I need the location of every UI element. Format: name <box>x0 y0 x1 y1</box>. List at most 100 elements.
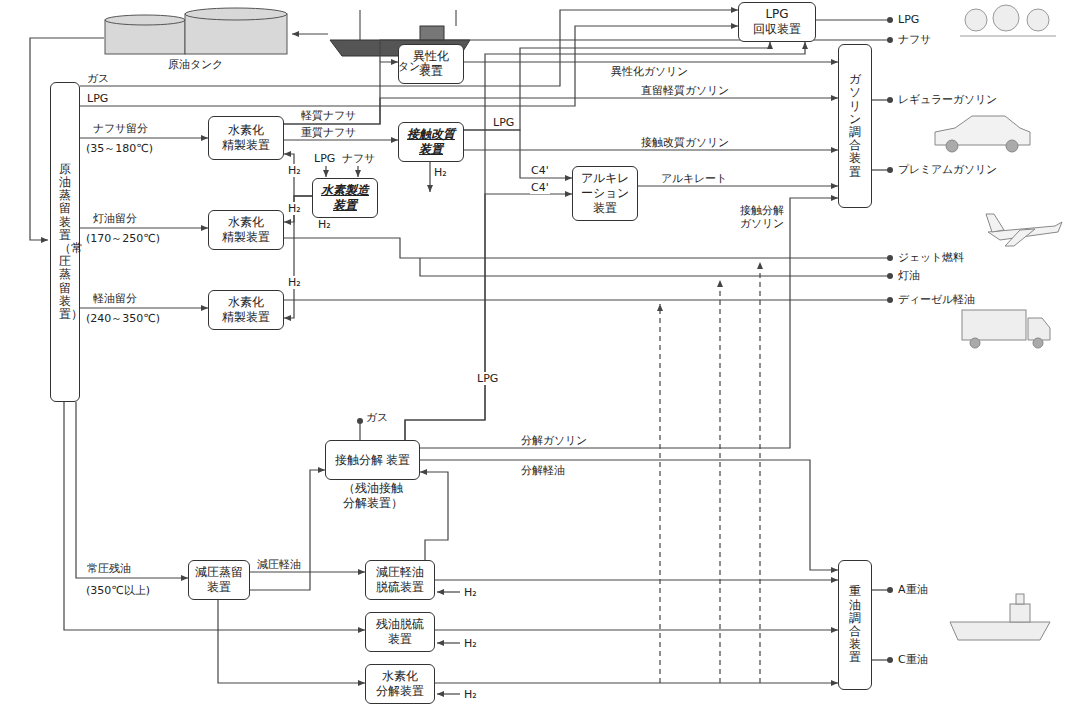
ship-mast <box>456 10 457 26</box>
product-name: ジェット燃料 <box>898 251 964 264</box>
truck-wheel <box>1033 338 1043 348</box>
process-box: 水素化 分解装置 <box>365 664 435 704</box>
tank-roof <box>185 8 287 20</box>
process-box: 水素化 精製装置 <box>208 290 284 330</box>
tank-roof <box>105 15 185 25</box>
stream-label: アルキレート <box>660 172 728 185</box>
flow-line <box>420 472 448 560</box>
flow-line <box>405 42 805 440</box>
flow-line <box>464 42 770 130</box>
stream-label: C4' <box>530 164 550 177</box>
box-text: ガソリン調合装置 <box>849 73 861 179</box>
stream-label: 直留軽質ガソリン <box>640 84 730 97</box>
end-dot <box>887 17 893 23</box>
sphere-tank <box>965 9 987 31</box>
stream-label: 軽油留分 <box>92 292 138 305</box>
temperature-range: (240～350℃) <box>86 312 160 325</box>
flow-line <box>64 402 365 630</box>
end-dot <box>887 587 893 593</box>
plane-picture <box>986 214 1062 246</box>
end-dot <box>887 297 893 303</box>
process-box: 水素化 精製装置 <box>208 210 284 250</box>
product-name: A重油 <box>898 583 928 596</box>
crude-tank <box>105 8 287 54</box>
sphere-tank <box>993 5 1019 31</box>
end-dot <box>887 167 893 173</box>
process-box: 減圧軽油 脱硫装置 <box>365 560 435 600</box>
stream-label: 常圧残油 <box>86 562 132 575</box>
box-text: 残油脱硫 装置 <box>369 617 431 647</box>
box-text: 水素製造 装置 <box>316 183 374 213</box>
stream-label: H₂ <box>287 164 302 177</box>
box-text: 水素化 精製装置 <box>212 215 280 245</box>
box-text: 減圧軽油 脱硫装置 <box>369 565 431 595</box>
process-box: 接触分解 装置（残油接触 分解装置） <box>325 440 420 480</box>
process-box: 減圧蒸留 装置 <box>188 560 250 600</box>
product-line <box>284 238 888 258</box>
product-name: プレミアムガソリン <box>898 163 997 176</box>
plane-tail <box>986 214 1004 232</box>
box-text: 原油蒸留装置（常圧蒸留装置） <box>59 163 71 321</box>
stream-label: ガス <box>366 411 388 424</box>
box-text: 接触分解 装置 <box>335 453 411 468</box>
box-text: 重油調合装置 <box>849 585 861 664</box>
hydrogen-label: H₂ <box>464 586 477 599</box>
box-text: LPG 回収装置 <box>742 7 812 37</box>
flow-line <box>464 130 572 178</box>
flow-line <box>80 137 208 138</box>
stream-label: H₂ <box>287 276 302 289</box>
feed-arrow <box>357 166 358 177</box>
stream-label: 重質ナフサ <box>300 126 357 139</box>
box-text: 減圧蒸留 装置 <box>192 565 246 595</box>
flow-line <box>435 579 838 580</box>
flow-line <box>284 98 838 124</box>
box-text: アルキレ ーション 装置 <box>576 171 634 216</box>
stream-label: ナフサ <box>342 152 375 165</box>
stream-label: ガス <box>86 72 110 85</box>
product-line <box>816 19 888 20</box>
hydrogen-label: H₂ <box>464 637 477 650</box>
box-text: 水素化 精製装置 <box>212 123 280 153</box>
car-wheel <box>946 140 958 152</box>
product-line <box>284 299 888 300</box>
stream-label: LPG <box>476 372 499 385</box>
flow-line <box>284 154 312 196</box>
hydrogen-label: H₂ <box>464 688 477 701</box>
box-text: 水素化 精製装置 <box>212 295 280 325</box>
end-dot <box>887 97 893 103</box>
car-wheel <box>1006 140 1018 152</box>
lpg-spheres <box>960 5 1056 36</box>
flow-line <box>80 26 738 106</box>
product-name: レギュラーガソリン <box>898 93 997 106</box>
stream-label: ナフサ留分 <box>92 122 149 135</box>
temperature-range: (350℃以上) <box>86 584 150 597</box>
stream-label: 灯油留分 <box>92 212 138 225</box>
flow-line <box>435 682 838 683</box>
stream-label: 減圧軽油 <box>256 558 302 571</box>
plane-wing <box>1005 229 1035 246</box>
ship-label: タンカー <box>398 60 442 73</box>
ship-funnel <box>1016 594 1024 604</box>
tank-label: 原油タンク <box>168 58 223 71</box>
flow-line <box>250 571 365 572</box>
flow-line <box>80 227 208 228</box>
hydrogen-label: H₂ <box>434 166 447 179</box>
flow-line <box>76 402 188 578</box>
product-line <box>872 169 888 170</box>
box-note: （残油接触 分解装置） <box>320 481 425 511</box>
ground-line <box>960 36 1056 37</box>
hydrogen-arrow <box>429 160 430 192</box>
sphere-tank <box>1027 9 1049 31</box>
flow-line <box>284 139 398 140</box>
stream-label: H₂ <box>287 202 302 215</box>
flow-line <box>435 629 838 630</box>
dashed-flow <box>759 262 760 683</box>
ship-hull <box>950 622 1050 640</box>
stream-label: 異性化ガソリン <box>610 65 689 78</box>
product-line <box>420 258 888 276</box>
product-name: LPG <box>898 13 919 26</box>
stream-label: LPG <box>314 152 335 165</box>
hydrogen-arrow <box>437 693 460 694</box>
